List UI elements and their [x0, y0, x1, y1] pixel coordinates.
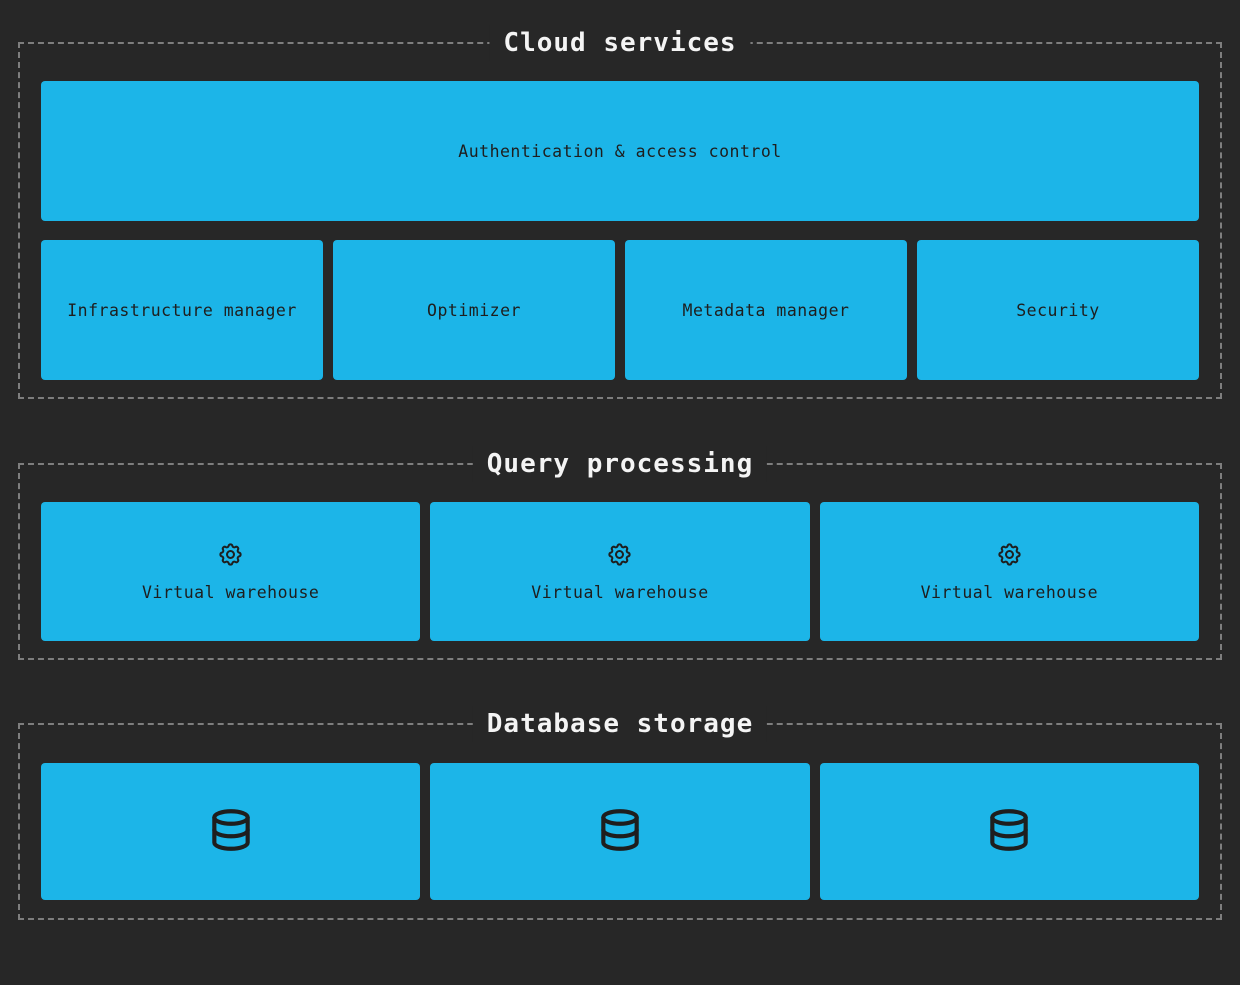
box-label: Virtual warehouse — [141, 583, 320, 602]
database-icon — [595, 805, 645, 859]
section-database-storage: Database storage — [18, 706, 1222, 920]
section-title-query-processing: Query processing — [472, 446, 768, 482]
cloud-services-row: Infrastructure manager Optimizer Metadat… — [41, 240, 1199, 380]
box-label: Metadata manager — [682, 300, 850, 320]
box-optimizer: Optimizer — [333, 240, 615, 380]
box-label: Virtual warehouse — [531, 583, 709, 602]
box-metadata-manager: Metadata manager — [625, 240, 907, 380]
section-cloud-services: Cloud services Authentication & access c… — [18, 25, 1222, 399]
database-icon — [206, 805, 256, 859]
section-title-database-storage: Database storage — [472, 706, 768, 742]
box-virtual-warehouse: Virtual warehouse — [819, 502, 1199, 641]
query-processing-row: Virtual warehouse Virtual warehouse Virt… — [41, 502, 1199, 641]
gear-icon — [606, 541, 633, 572]
box-security: Security — [917, 240, 1199, 380]
database-icon — [984, 805, 1034, 859]
box-virtual-warehouse: Virtual warehouse — [41, 502, 421, 641]
box-database — [41, 763, 421, 900]
section-title-cloud-services: Cloud services — [489, 25, 751, 61]
box-database — [430, 763, 810, 900]
box-database — [819, 763, 1199, 900]
box-label: Infrastructure manager — [67, 300, 297, 320]
gear-icon — [996, 541, 1023, 572]
box-virtual-warehouse: Virtual warehouse — [430, 502, 810, 641]
database-storage-row — [41, 763, 1199, 900]
box-authentication-access-control: Authentication & access control — [41, 81, 1199, 221]
box-label: Security — [1016, 300, 1100, 320]
section-query-processing: Query processing Virtual warehouse Virtu… — [18, 446, 1222, 660]
box-label: Authentication & access control — [458, 141, 782, 161]
architecture-diagram: Cloud services Authentication & access c… — [0, 25, 1240, 985]
box-infrastructure-manager: Infrastructure manager — [41, 240, 323, 380]
gear-icon — [217, 541, 244, 572]
box-label: Optimizer — [427, 300, 521, 320]
box-label: Virtual warehouse — [920, 583, 1099, 602]
